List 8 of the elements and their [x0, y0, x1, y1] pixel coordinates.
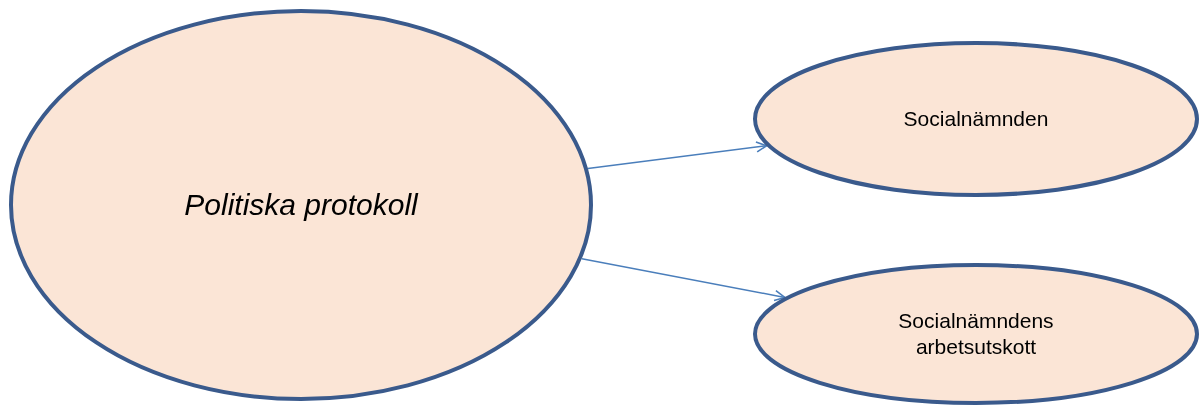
arrow	[587, 141, 768, 170]
node-label: Socialnämnden	[903, 105, 1049, 132]
ellipse-node	[755, 43, 1197, 195]
ellipse-node	[11, 11, 591, 399]
arrow	[581, 257, 786, 302]
node-label: Politiska protokoll	[184, 187, 418, 224]
ellipse-node	[755, 265, 1197, 403]
node-label: Socialnämndens arbetsutskott	[897, 307, 1055, 360]
